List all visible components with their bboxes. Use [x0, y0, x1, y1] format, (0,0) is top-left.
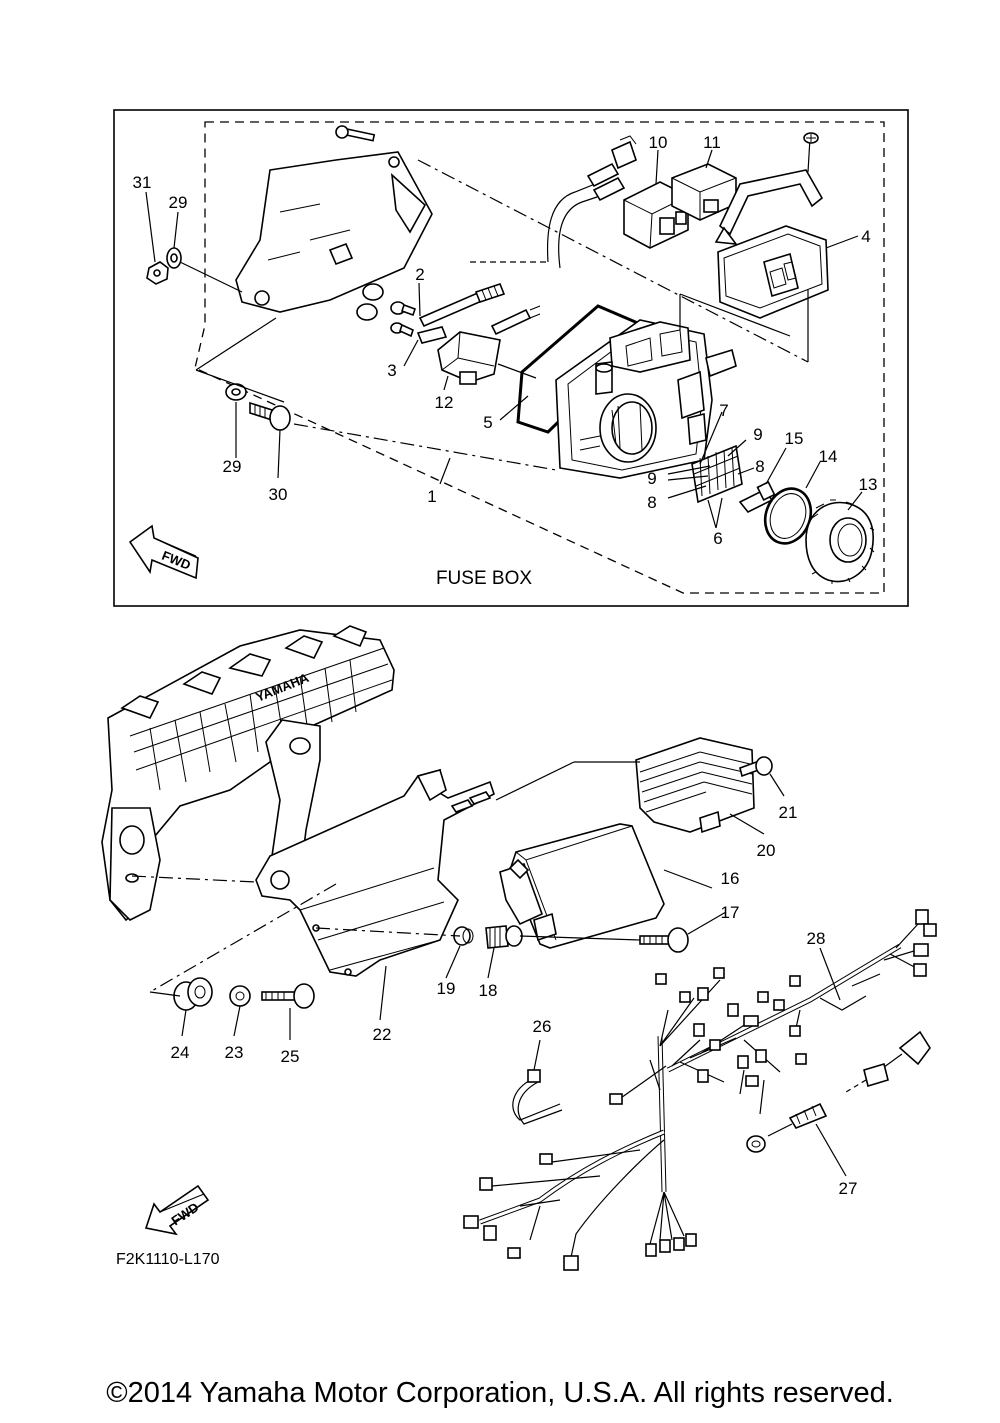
wire-harness-box: [470, 135, 637, 269]
fuse-box-panel: FWD FUSE BOX: [113, 109, 909, 607]
callout-8-left: 8: [647, 493, 656, 512]
callout-14: 14: [819, 447, 838, 466]
callout-22: 22: [373, 1025, 392, 1044]
callout-20: 20: [757, 841, 776, 860]
callout-17: 17: [721, 903, 740, 922]
bolt-17: [639, 927, 689, 953]
fuse-box-title: FUSE BOX: [436, 568, 532, 589]
engine-block: YAMAHA: [101, 625, 395, 922]
cover-4: [717, 225, 829, 319]
callout-12: 12: [435, 393, 454, 412]
callout-9-left: 9: [647, 469, 656, 488]
callout-8-right: 8: [755, 457, 764, 476]
callout-31: 31: [133, 173, 152, 192]
grommet-24: [173, 977, 213, 1011]
bolt-30: [249, 401, 291, 431]
mounting-bracket: [235, 151, 433, 313]
callout-23: 23: [225, 1043, 244, 1062]
fuse-box-leaders: [195, 159, 809, 471]
clip-bracket: [714, 132, 824, 245]
bushing-set: [356, 283, 417, 338]
callout-16: 16: [721, 869, 740, 888]
assembly-outline: [194, 121, 885, 594]
callout-leaders-bottom: [131, 761, 847, 1177]
wire-harness-28: [463, 909, 937, 1271]
cdi-unit-16: [499, 823, 665, 949]
callout-11: 11: [703, 133, 721, 152]
callout-21: 21: [779, 803, 798, 822]
callout-30: 30: [269, 485, 288, 504]
washer-29-lower: [225, 383, 247, 401]
callout-2: 2: [415, 265, 424, 284]
nut-31: [146, 261, 169, 285]
callouts: 31 29 2 3 12 5 10 11 4 29 30 1 7 9 9 8 8…: [133, 133, 878, 1198]
figure-ref: F2K1110-L170: [116, 1251, 220, 1268]
callout-19: 19: [437, 979, 456, 998]
rectifier-20: [635, 737, 755, 834]
callout-27: 27: [839, 1179, 858, 1198]
relay-12: [437, 331, 501, 385]
copyright-notice: ©2014 Yamaha Motor Corporation, U.S.A. A…: [106, 1377, 894, 1409]
collar-23: [229, 985, 251, 1007]
callout-10: 10: [649, 133, 668, 152]
fwd-arrow-bottom: FWD: [144, 1184, 210, 1236]
callout-28: 28: [807, 929, 826, 948]
fuse-box-housing: [555, 319, 737, 479]
callout-4: 4: [861, 227, 870, 246]
callout-29-top: 29: [169, 193, 188, 212]
terminal-cable-2: [416, 283, 541, 344]
callout-7: 7: [719, 401, 728, 420]
callout-26: 26: [533, 1017, 552, 1036]
callout-15: 15: [785, 429, 804, 448]
cap-13: [805, 499, 875, 584]
callout-6: 6: [713, 529, 722, 548]
callout-3: 3: [387, 361, 396, 380]
fuse-box-frame: [113, 109, 909, 607]
screw-21: [739, 756, 773, 778]
callout-1: 1: [427, 487, 436, 506]
bracket-screw: [335, 125, 376, 142]
callout-13: 13: [859, 475, 878, 494]
washer-29-top: [166, 247, 182, 269]
callout-29-lower: 29: [223, 457, 242, 476]
callout-leaders-top: [145, 149, 863, 529]
callout-9-right: 9: [753, 425, 762, 444]
callout-25: 25: [281, 1047, 300, 1066]
callout-18: 18: [479, 981, 498, 1000]
lead-wire-27: [746, 1030, 931, 1153]
sensor-wire-26: [512, 1069, 563, 1125]
callout-5: 5: [483, 413, 492, 432]
callout-24: 24: [171, 1043, 190, 1062]
bracket-22: [255, 768, 495, 977]
fwd-arrow-top: FWD: [128, 524, 199, 580]
bolt-25: [261, 983, 315, 1009]
fuse-puller-15: [738, 481, 776, 514]
grommet-18: [485, 925, 523, 949]
